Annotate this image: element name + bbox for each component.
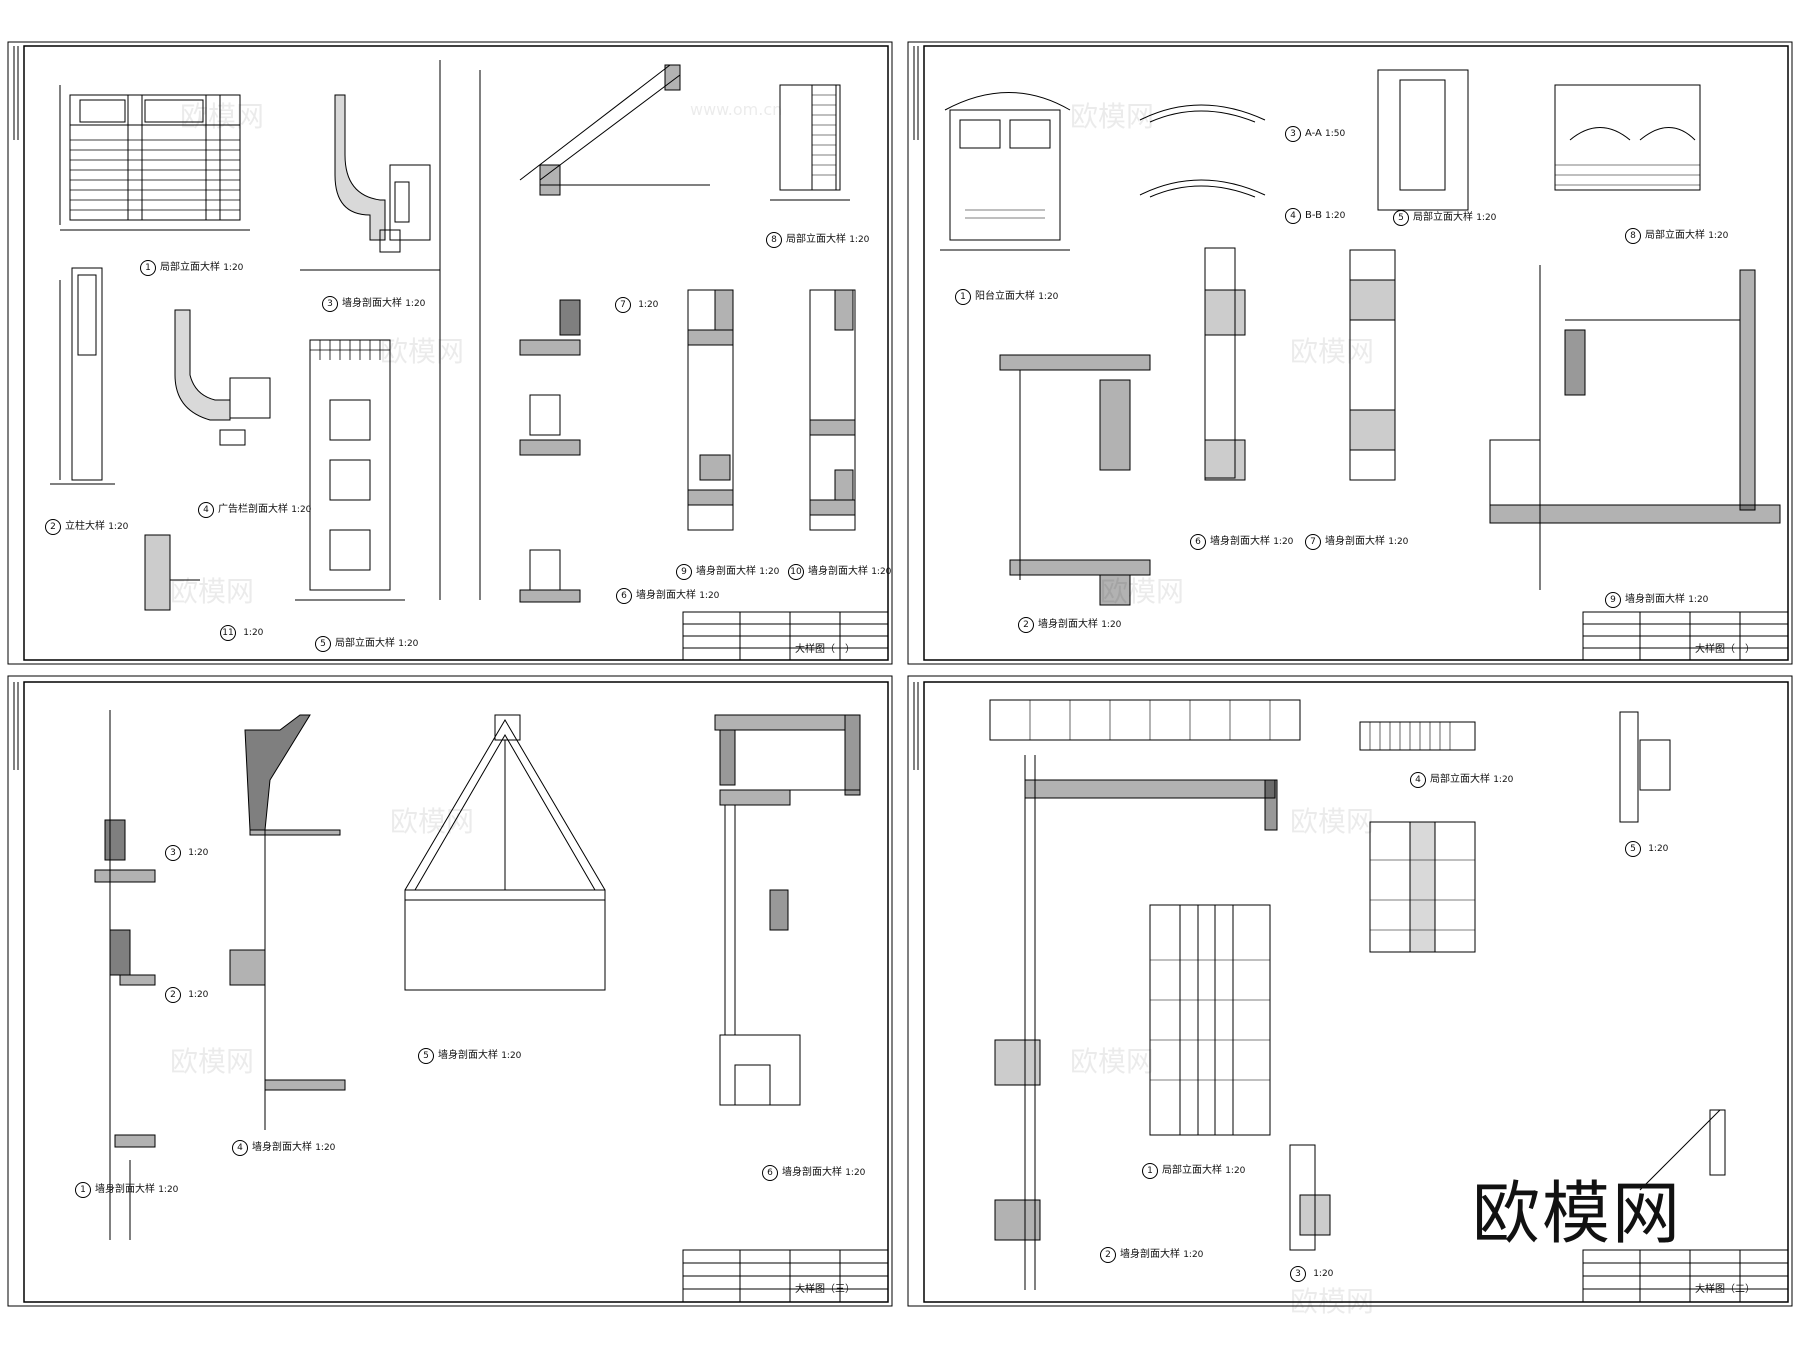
watermark-text: 欧模网 [1070, 1045, 1155, 1078]
detail-label-s4-5: 5 1:20 [1625, 841, 1668, 857]
watermark-url: www.om.cn [690, 100, 783, 119]
watermark-text: 欧模网 [1290, 1285, 1375, 1318]
title-block-s1: 大样图（一） [795, 644, 855, 655]
watermark-text: 欧模网 [1290, 805, 1375, 838]
watermark-text: 欧模网 [380, 335, 465, 368]
watermark-text: 欧模网 [170, 1045, 255, 1078]
watermark-text: 欧模网 [170, 575, 255, 608]
title-block-s2: 大样图（一） [1695, 644, 1755, 655]
detail-label-s1-11: 11 1:20 [220, 625, 263, 641]
watermark-text: 欧模网 [1290, 335, 1375, 368]
watermark-text: 欧模网 [390, 805, 475, 838]
detail-label-s3-2: 2 1:20 [165, 987, 208, 1003]
watermark-text: 欧模网 [1100, 575, 1185, 608]
detail-label-s1-7: 7 1:20 [615, 297, 658, 313]
detail-label-s3-3: 3 1:20 [165, 845, 208, 861]
detail-label-s4-3: 3 1:20 [1290, 1266, 1333, 1282]
title-block-s4: 大样图（二） [1695, 1284, 1755, 1295]
watermark-logo-large: 欧模网 [1472, 1175, 1683, 1254]
title-block-s3: 大样图（三） [795, 1284, 855, 1295]
watermark-text: 欧模网 [1070, 100, 1155, 133]
watermark-text: 欧模网 [180, 100, 265, 133]
